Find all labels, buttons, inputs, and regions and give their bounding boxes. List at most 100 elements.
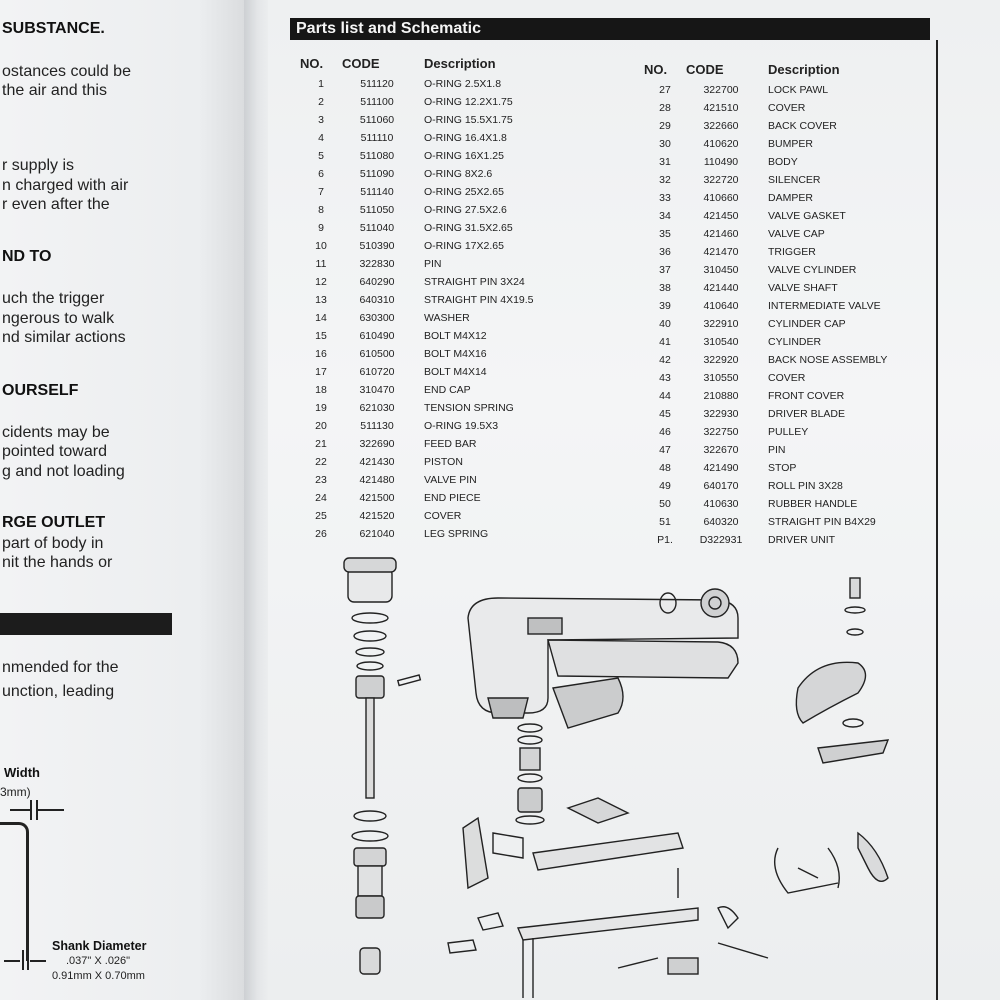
part-code: 511100	[360, 96, 394, 108]
col-description-header: Description	[424, 56, 496, 71]
part-number: 50	[659, 498, 671, 510]
part-description: LEG SPRING	[424, 528, 489, 540]
left-page: SUBSTANCE. ostances could be the air and…	[0, 0, 248, 1000]
part-code: 410620	[703, 138, 739, 150]
valve-stack	[515, 723, 545, 825]
part-description: PIN	[768, 444, 786, 456]
part-code: 322720	[703, 174, 739, 186]
part-number: 48	[659, 462, 671, 474]
part-description: FRONT COVER	[768, 390, 845, 402]
part-number: 37	[659, 264, 671, 276]
left-text-line: RGE OUTLET	[2, 514, 106, 531]
part-number: 9	[318, 222, 324, 234]
part-description: PIN	[424, 258, 442, 270]
left-text-line: nmended for the	[2, 659, 119, 676]
part-description: PULLEY	[768, 426, 809, 438]
part-description: END PIECE	[424, 492, 481, 504]
part-number: 35	[659, 228, 671, 240]
right-page: Parts list and Schematic NO. CODE Descri…	[268, 0, 1000, 1000]
part-number: 16	[315, 348, 327, 360]
part-code: 421460	[703, 228, 739, 240]
part-description: STOP	[768, 462, 797, 474]
part-number: 2	[318, 96, 324, 108]
part-number: 38	[659, 282, 671, 294]
part-description: BUMPER	[768, 138, 813, 150]
dimension-arrow	[30, 960, 46, 962]
shank-mm: 0.91mm X 0.70mm	[52, 970, 145, 982]
part-code: 421480	[359, 474, 395, 486]
part-number: 49	[659, 480, 671, 492]
part-description: CYLINDER CAP	[768, 318, 846, 330]
part-description: FEED BAR	[424, 438, 477, 450]
left-text-line: r even after the	[2, 196, 110, 213]
part-number: 31	[659, 156, 671, 168]
part-description: DAMPER	[768, 192, 813, 204]
part-code: 640320	[703, 516, 739, 528]
part-description: O-RING 16X1.25	[424, 150, 504, 162]
left-text-line: ostances could be	[2, 63, 131, 80]
part-description: O-RING 17X2.65	[424, 240, 504, 252]
part-number: 26	[315, 528, 327, 540]
part-code: 310450	[703, 264, 739, 276]
left-text-line: nit the hands or	[2, 554, 113, 571]
part-number: 18	[315, 384, 327, 396]
part-code: 210880	[703, 390, 739, 402]
part-number: 40	[659, 318, 671, 330]
part-description: STRAIGHT PIN 3X24	[424, 276, 525, 288]
part-number: P1.	[657, 534, 673, 546]
table-header-row: NO. CODE Description	[300, 56, 534, 75]
part-code: 640290	[359, 276, 395, 288]
part-number: 45	[659, 408, 671, 420]
left-text-line: the air and this	[2, 82, 107, 99]
part-description: BOLT M4X12	[424, 330, 487, 342]
tool-body	[467, 597, 739, 719]
part-code: 511080	[359, 150, 395, 162]
part-code: 322700	[703, 84, 739, 96]
dimension-tick	[27, 950, 29, 970]
part-code: 410630	[703, 498, 739, 510]
part-code: 322750	[703, 426, 739, 438]
pawl-and-spring	[774, 831, 889, 894]
part-description: PISTON	[424, 456, 463, 468]
part-description: O-RING 19.5X3	[424, 420, 499, 432]
dimension-arrow	[4, 960, 20, 962]
left-text-line: cidents may be	[2, 424, 110, 441]
part-code: 310550	[703, 372, 739, 384]
part-code: 610720	[359, 366, 395, 378]
part-description: END CAP	[424, 384, 471, 396]
part-code: 511050	[359, 204, 395, 216]
table-row: 12 640290 STRAIGHT PIN 3X24	[300, 273, 534, 291]
part-number: 14	[315, 312, 327, 324]
part-description: WASHER	[424, 312, 470, 324]
part-description: TENSION SPRING	[424, 402, 514, 414]
part-code: 510390	[359, 240, 395, 252]
part-description: O-RING 12.2X1.75	[424, 96, 513, 108]
left-text-line: ngerous to walk	[2, 310, 115, 327]
part-number: 12	[315, 276, 327, 288]
part-description: BOLT M4X16	[424, 348, 487, 360]
part-description: BODY	[768, 156, 798, 168]
